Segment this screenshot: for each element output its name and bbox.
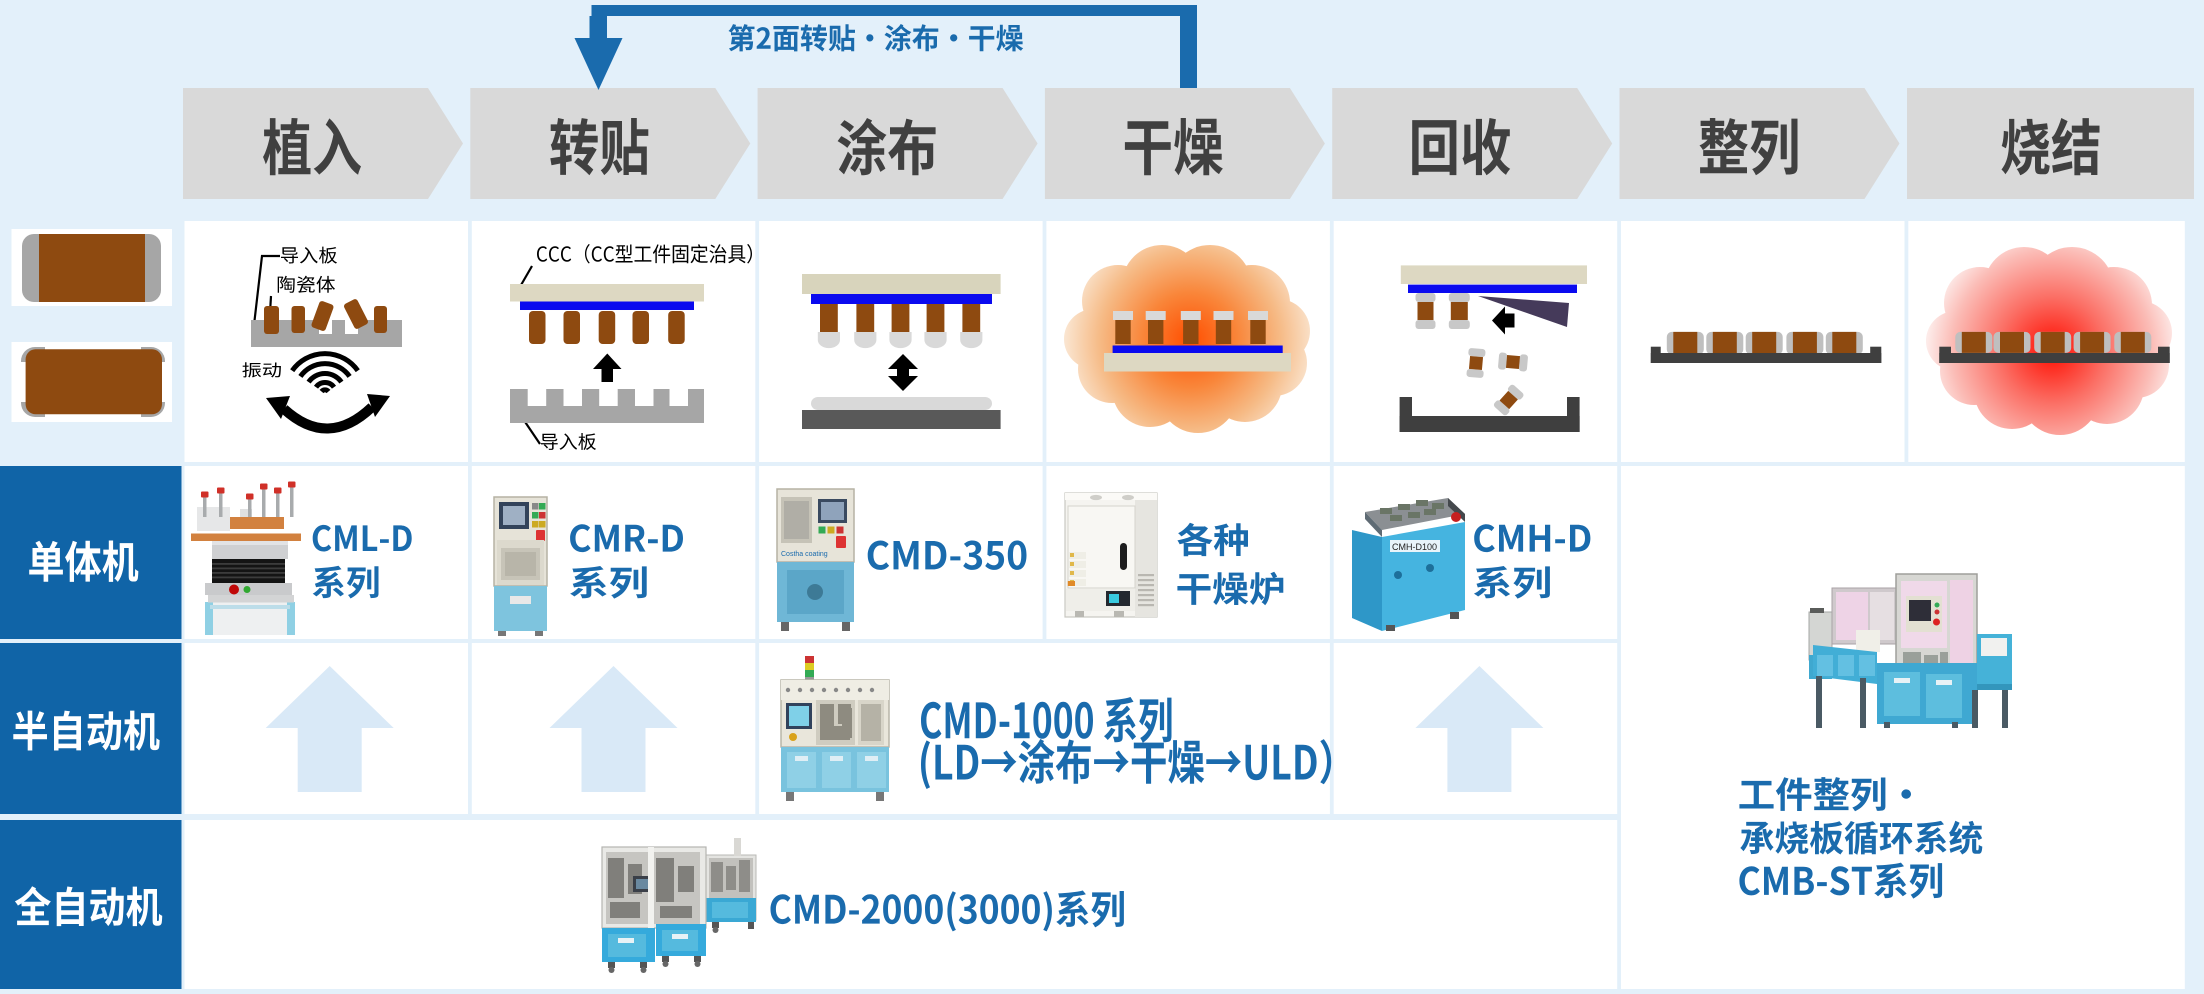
svg-text:CMH-D100: CMH-D100 [1392, 542, 1437, 552]
svg-text:Costha coating: Costha coating [781, 551, 828, 558]
